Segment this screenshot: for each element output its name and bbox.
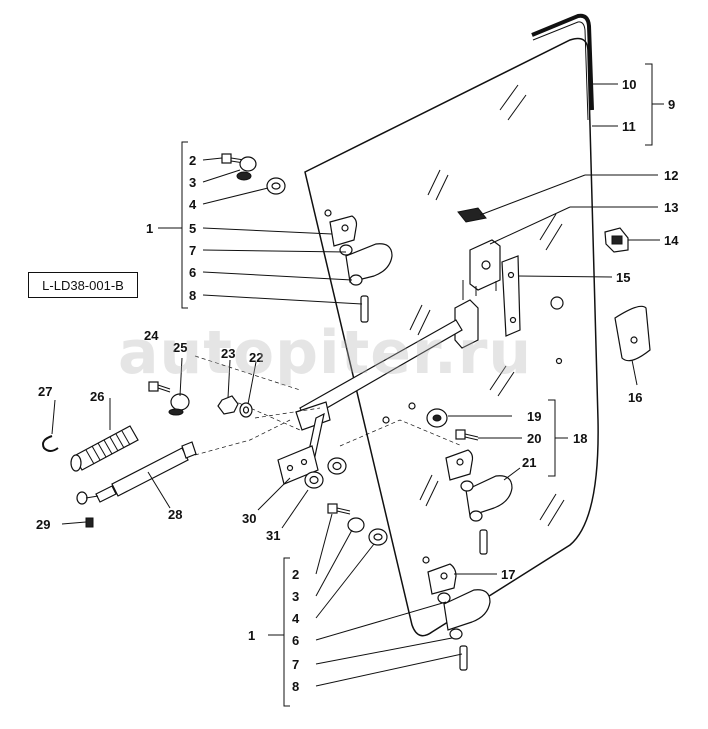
callout-27: 27 — [38, 384, 52, 399]
callout-6-lower: 6 — [292, 633, 299, 648]
callout-30: 30 — [242, 511, 256, 526]
callout-7-lower: 7 — [292, 657, 299, 672]
callout-9: 9 — [668, 97, 675, 112]
callout-8-lower: 8 — [292, 679, 299, 694]
callout-12: 12 — [664, 168, 678, 183]
leader-lines — [51, 63, 664, 707]
lower-hinge-parts — [327, 503, 491, 671]
glass-hole — [324, 209, 332, 217]
glass-hole — [422, 556, 430, 564]
callout-18: 18 — [573, 431, 587, 446]
callout-1-upper: 1 — [146, 221, 153, 236]
door-glass-panel — [304, 37, 599, 637]
callout-26: 26 — [90, 389, 104, 404]
callout-4-lower: 4 — [292, 611, 300, 626]
gas-strut-parts — [42, 381, 253, 528]
glass-hole — [550, 296, 564, 310]
seal-strip — [531, 13, 594, 111]
callout-21: 21 — [522, 455, 536, 470]
callout-6-upper: 6 — [189, 265, 196, 280]
assembly-guide-lines — [194, 355, 463, 456]
callout-5: 5 — [189, 221, 196, 236]
callout-7-upper: 7 — [189, 243, 196, 258]
callout-16: 16 — [628, 390, 642, 405]
handle-bar-assembly — [295, 280, 479, 476]
callout-13: 13 — [664, 200, 678, 215]
latch-block — [469, 239, 501, 296]
callout-23: 23 — [221, 346, 235, 361]
reference-code: L-LD38-001-B — [42, 277, 124, 293]
callout-11: 11 — [622, 119, 636, 134]
reference-code-box: L-LD38-001-B — [28, 272, 138, 298]
clamp-bracket — [614, 305, 651, 362]
callout-19: 19 — [527, 409, 541, 424]
callout-29: 29 — [36, 517, 50, 532]
callout-4-upper: 4 — [189, 197, 197, 212]
callout-15: 15 — [616, 270, 630, 285]
callout-14: 14 — [664, 233, 679, 248]
sticker-pad — [457, 207, 487, 223]
glass-hole — [555, 357, 563, 365]
seal-strip-inner — [532, 21, 589, 121]
callout-24: 24 — [144, 328, 159, 343]
callout-10: 10 — [622, 77, 636, 92]
callout-25: 25 — [173, 340, 187, 355]
upper-hinge-parts — [221, 153, 393, 323]
callout-labels: 1 2 3 4 5 7 6 8 9 10 11 12 13 14 15 16 1… — [36, 77, 679, 694]
callout-2-lower: 2 — [292, 567, 299, 582]
callout-17: 17 — [501, 567, 515, 582]
callout-31: 31 — [266, 528, 280, 543]
callout-20: 20 — [527, 431, 541, 446]
callout-22: 22 — [249, 350, 263, 365]
callout-3-upper: 3 — [189, 175, 196, 190]
callout-2-upper: 2 — [189, 153, 196, 168]
callout-8-upper: 8 — [189, 288, 196, 303]
callout-28: 28 — [168, 507, 182, 522]
latch-rail — [501, 255, 521, 337]
clip — [604, 227, 629, 253]
callout-1-lower: 1 — [248, 628, 255, 643]
callout-3-lower: 3 — [292, 589, 299, 604]
right-hinge-parts — [382, 402, 513, 555]
hinge-plate — [277, 445, 319, 485]
glass-reflection-marks — [409, 84, 565, 527]
